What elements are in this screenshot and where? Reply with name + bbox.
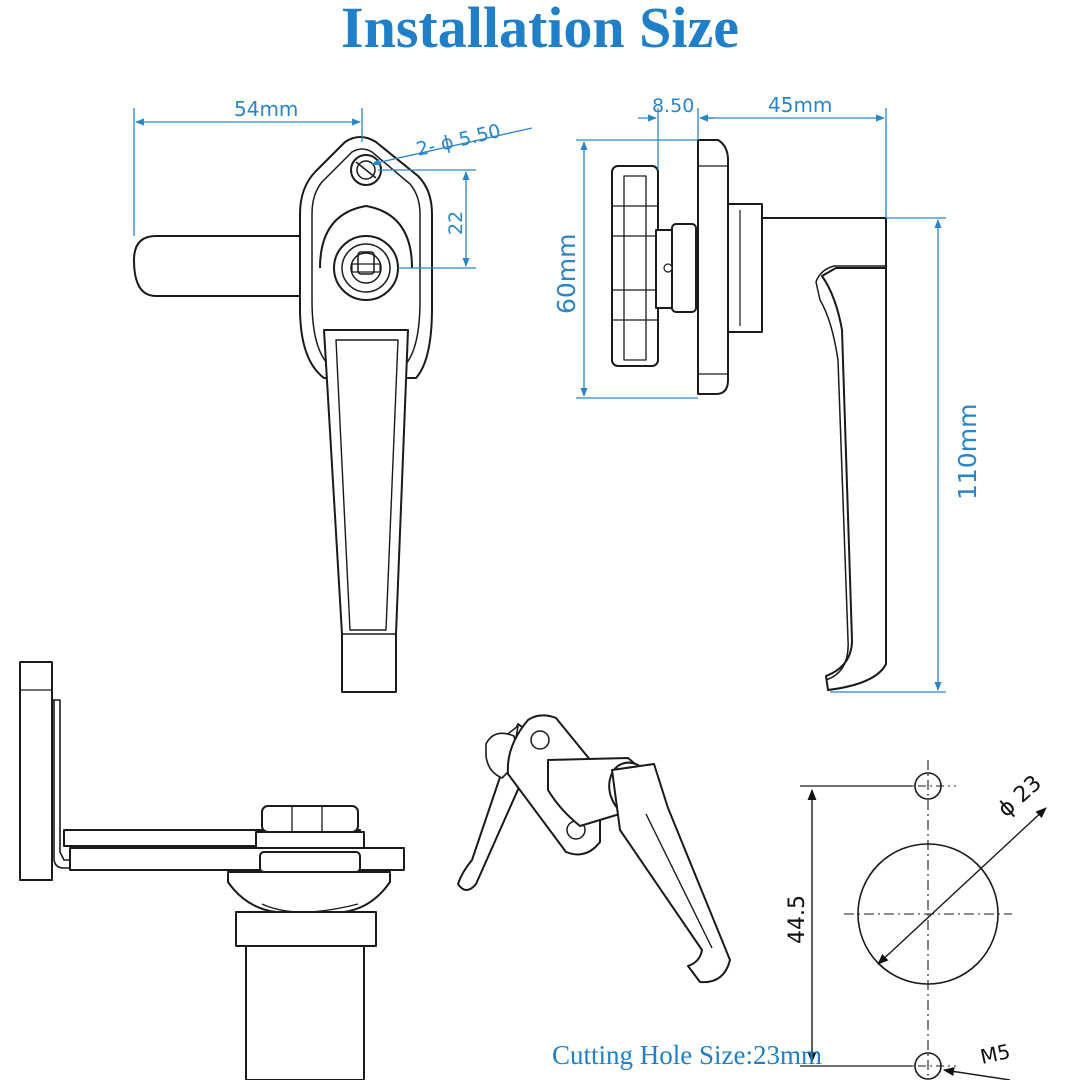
front-handle	[323, 329, 409, 693]
cylinder-barrel	[245, 945, 365, 1080]
hole-spacing-label: 22	[445, 211, 467, 235]
depth-dimension-label: 45mm	[768, 93, 832, 117]
width-dimension-label: 54mm	[234, 97, 298, 121]
front-lever-arm	[133, 235, 300, 297]
diameter-leader-line	[877, 807, 1047, 965]
side-view-dimensions	[576, 108, 946, 693]
keyway	[357, 251, 375, 275]
screw-leader-line	[942, 1067, 1011, 1080]
side-handle	[762, 217, 887, 691]
cutting-hole-caption: Cutting Hole Size:23mm	[552, 1040, 822, 1070]
hole-diameter-label: 2- ϕ 5.50	[414, 120, 503, 161]
front-view	[133, 136, 433, 693]
screw-size-label: M5	[978, 1039, 1012, 1069]
hole-leader-line	[371, 127, 533, 166]
thickness-dimension-label: 8.50	[652, 95, 694, 117]
isometric-view	[457, 714, 731, 984]
cutout-spacing-label: 44.5	[785, 895, 810, 944]
handle-length-dimension-label: 110mm	[953, 404, 982, 500]
plate-height-dimension-label: 60mm	[552, 233, 581, 314]
door-panel	[19, 661, 53, 881]
side-view	[611, 139, 887, 691]
side-body-plate	[697, 139, 729, 395]
cutout-template	[800, 760, 1047, 1080]
installed-section-view	[19, 661, 405, 1080]
front-view-dimensions	[133, 108, 533, 269]
key-cylinder	[333, 235, 399, 301]
page-title: Installation Size	[341, 0, 739, 60]
